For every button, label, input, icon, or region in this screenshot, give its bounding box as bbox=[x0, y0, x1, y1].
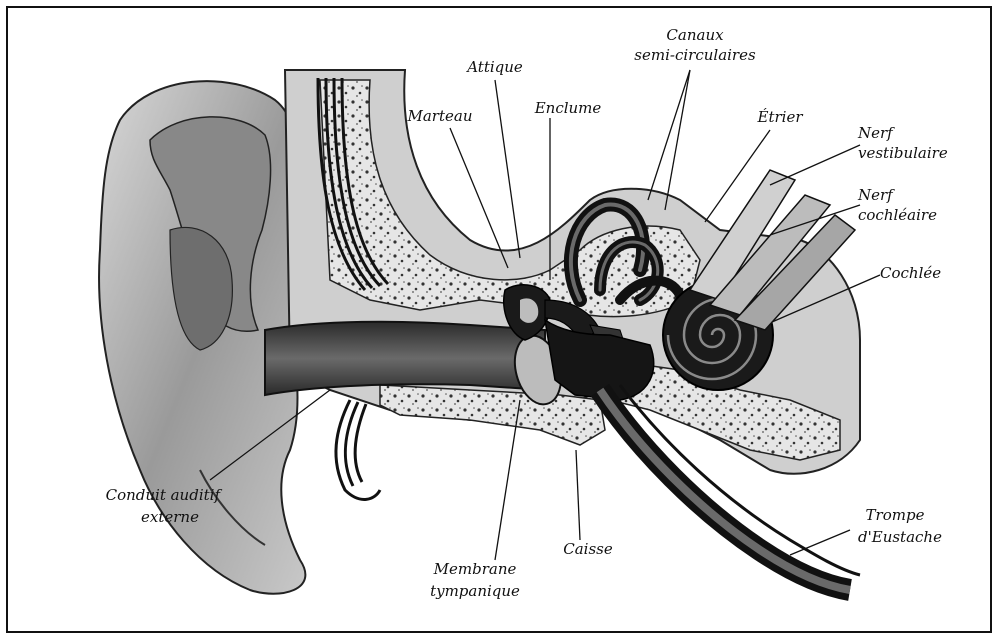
label-trompe-line2: d'Eustache bbox=[840, 528, 960, 546]
auditory-canal bbox=[265, 322, 545, 395]
label-conduit-line2: externe bbox=[80, 508, 260, 526]
label-membrane-line1: Membrane bbox=[405, 560, 545, 578]
label-etrier: Étrier bbox=[745, 108, 815, 126]
label-cochlee: Cochlée bbox=[880, 264, 970, 282]
label-nerf-cochleaire-line2: cochléaire bbox=[858, 206, 968, 224]
label-attique: Attique bbox=[460, 58, 530, 76]
label-nerf-cochleaire-line1: Nerf bbox=[858, 186, 968, 204]
label-membrane-line2: tympanique bbox=[405, 582, 545, 600]
label-marteau: Marteau bbox=[400, 107, 480, 125]
label-conduit-line1: Conduit auditif bbox=[30, 486, 220, 504]
label-nerf-vestibulaire-line1: Nerf bbox=[858, 124, 968, 142]
label-nerf-vestibulaire-line2: vestibulaire bbox=[858, 144, 968, 162]
label-canaux-line1: Canaux bbox=[630, 26, 760, 44]
label-trompe-line1: Trompe bbox=[840, 506, 950, 524]
label-enclume: Enclume bbox=[528, 99, 608, 117]
label-caisse: Caisse bbox=[548, 540, 628, 558]
label-canaux-line2: semi-circulaires bbox=[630, 46, 760, 64]
